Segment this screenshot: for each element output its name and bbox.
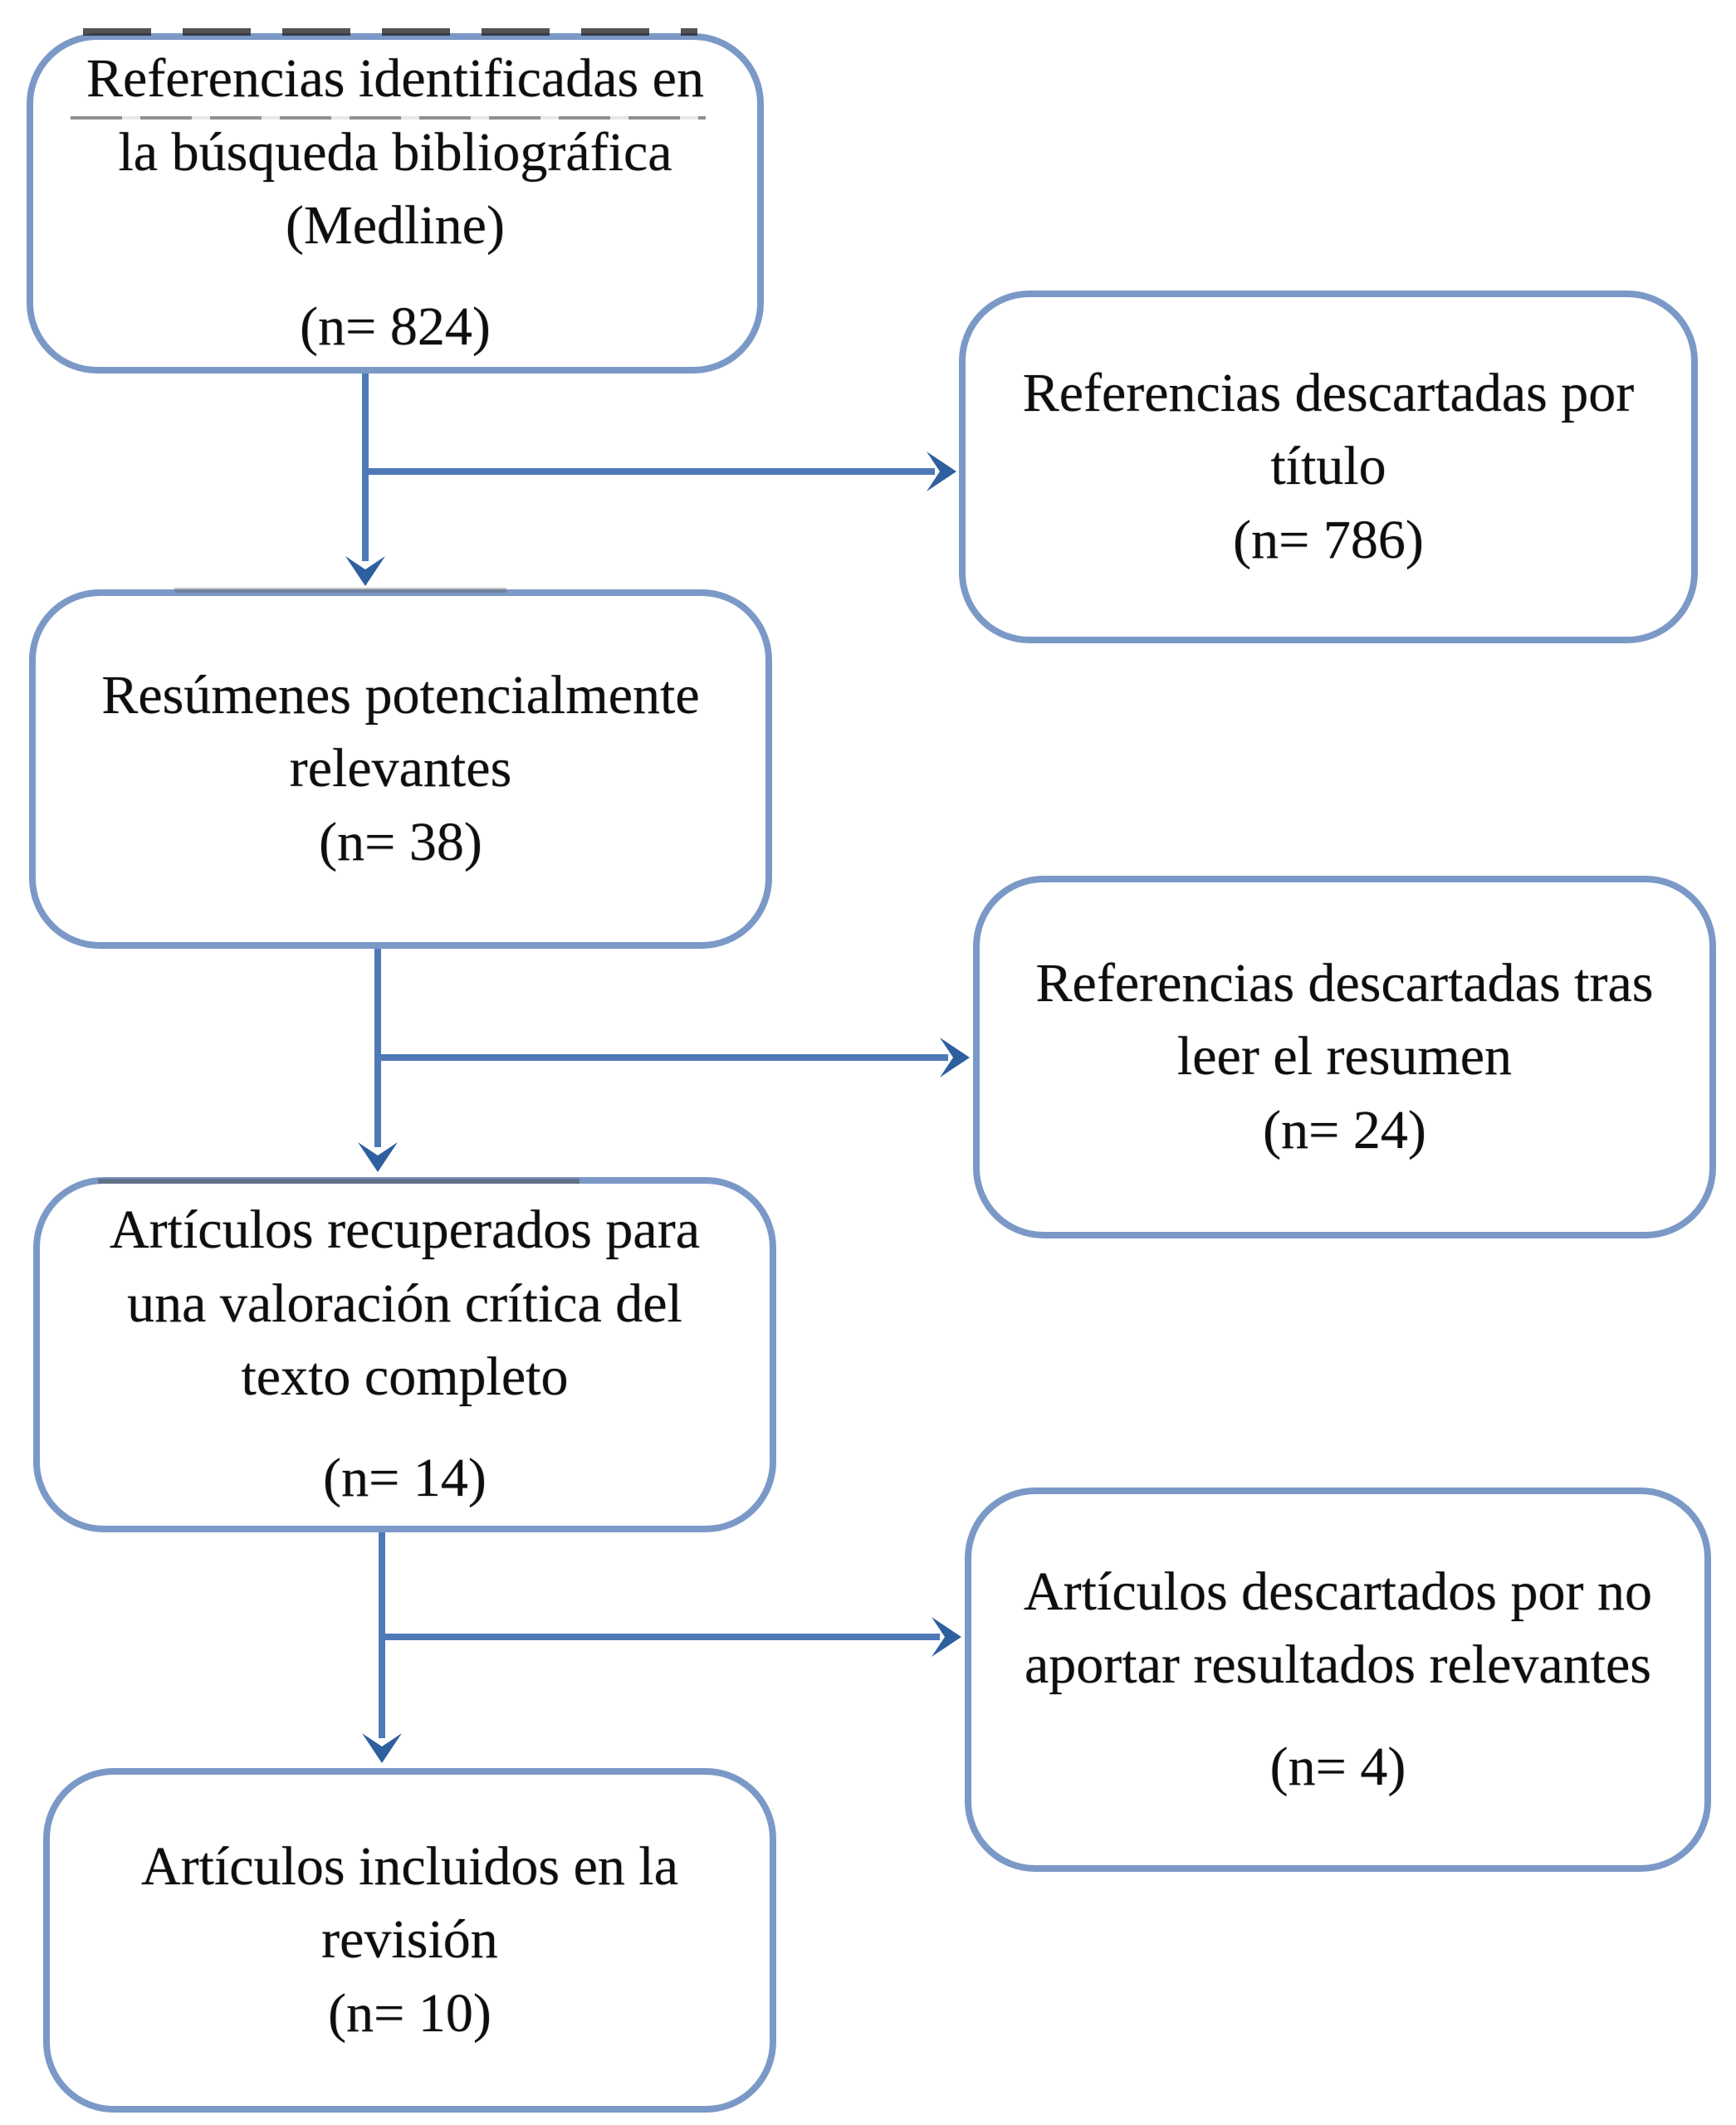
box-text-line: (Medline) (286, 195, 505, 256)
arrowhead-down-2-icon (358, 1142, 398, 1172)
box-text: Artículos incluidos en la revisión (141, 1830, 678, 1977)
box-text: Referencias descartadas por título (1023, 357, 1635, 504)
arrowhead-right-1-icon (927, 452, 956, 491)
box-count: (n= 824) (300, 296, 491, 358)
box-text-line: Referencias descartadas por (1022, 362, 1635, 423)
box-count: (n= 10) (328, 1982, 491, 2044)
flow-box-discarded-no-relevant-results: Artículos descartados por no aportar res… (965, 1488, 1711, 1872)
box-count: (n= 4) (1269, 1736, 1406, 1797)
flow-box-included-in-review: Artículos incluidos en la revisión (n= 1… (43, 1768, 776, 2113)
arrowhead-down-3-icon (362, 1733, 402, 1763)
box-text-line: Referencias identificadas en (86, 48, 704, 110)
box-text-line: texto completo (241, 1346, 569, 1407)
box-text: Artículos descartados por no aportar res… (1024, 1556, 1652, 1702)
flow-box-relevant-abstracts: Resúmenes potencialmente relevantes (n= … (29, 589, 772, 949)
flow-box-discarded-by-title: Referencias descartadas por título (n= 7… (959, 291, 1698, 643)
box-count: (n= 38) (319, 811, 482, 872)
box-text-line: Artículos recuperados para (109, 1199, 700, 1261)
box-text-line: revisión (321, 1909, 498, 1971)
box-count: (n= 14) (323, 1448, 487, 1509)
box-text-line: Resúmenes potencialmente (101, 664, 700, 725)
box-count: (n= 786) (1233, 509, 1424, 570)
box-text-line: título (1270, 436, 1386, 497)
flow-box-discarded-after-abstract: Referencias descartadas tras leer el res… (973, 876, 1716, 1238)
box-text-line: Referencias descartadas tras (1035, 952, 1654, 1014)
arrowhead-right-3-icon (932, 1617, 961, 1657)
box-count: (n= 24) (1263, 1099, 1426, 1160)
box-text-line: relevantes (289, 738, 512, 799)
box-text: Referencias descartadas tras leer el res… (1036, 947, 1654, 1094)
flow-box-references-identified: Referencias identificadas en la búsqueda… (27, 33, 764, 374)
box-text: Resúmenes potencialmente relevantes (101, 659, 699, 806)
flow-box-fulltext-retrieved: Artículos recuperados para una valoració… (33, 1177, 776, 1532)
box-text-line: una valoración crítica del (127, 1273, 682, 1334)
box-text-line: Artículos incluidos en la (140, 1835, 679, 1897)
box-text-line: leer el resumen (1176, 1026, 1513, 1087)
box-text: Artículos recuperados para una valoració… (110, 1194, 700, 1414)
box-text-line: la búsqueda bibliográfica (118, 121, 672, 183)
box-text: Referencias identificadas en la búsqueda… (86, 42, 704, 262)
box-text-line: aportar resultados relevantes (1024, 1634, 1651, 1696)
arrowhead-right-2-icon (940, 1038, 970, 1077)
arrowhead-down-1-icon (345, 556, 385, 586)
box-text-line: Artículos descartados por no (1024, 1561, 1652, 1622)
